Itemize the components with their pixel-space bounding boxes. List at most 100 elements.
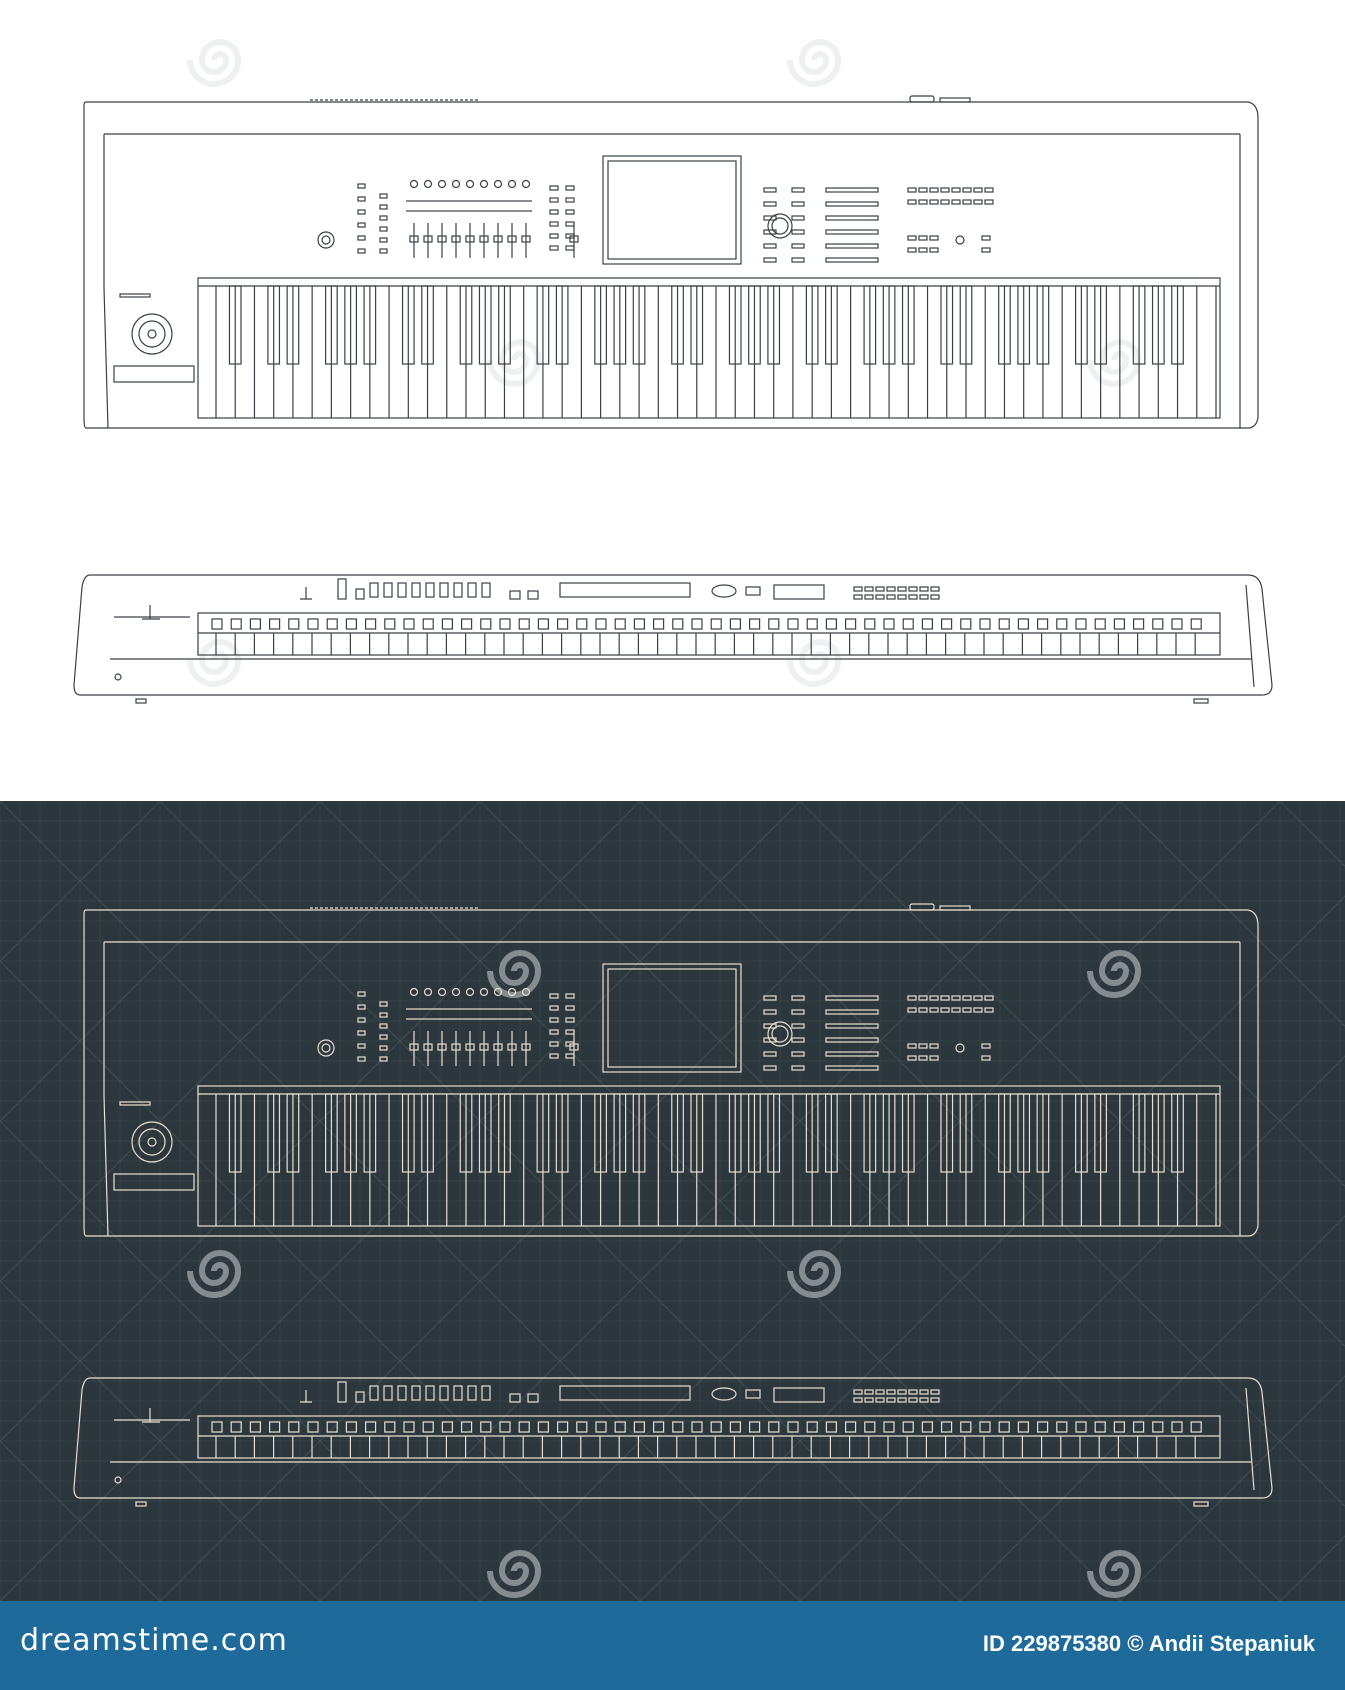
small-button [357, 235, 366, 241]
ribbon-controller [113, 1173, 195, 1191]
front-black-key [652, 618, 665, 630]
joystick-ring [138, 320, 166, 348]
black-key [1151, 285, 1165, 365]
front-black-key [921, 1421, 934, 1433]
black-key [1075, 1093, 1088, 1173]
volume-knob-center [321, 1043, 331, 1053]
front-black-key [614, 1421, 626, 1433]
black-key [267, 285, 281, 365]
black-key [344, 1093, 357, 1173]
front-black-key [1036, 1421, 1049, 1433]
front-black-key [1190, 1421, 1202, 1433]
small-button [981, 247, 991, 253]
small-button [549, 221, 559, 227]
black-key [748, 1093, 761, 1173]
small-button [791, 1037, 805, 1043]
spiral-path [487, 950, 542, 998]
front-black-key [691, 618, 703, 630]
foot [135, 1501, 147, 1507]
data-dial-inner [771, 1025, 789, 1043]
control-knob [507, 179, 517, 189]
control-knob [521, 179, 531, 189]
diagonal-line [959, 801, 1345, 1187]
joystick-base [131, 313, 173, 355]
joystick-cap [147, 329, 157, 339]
diagonal-line [479, 801, 1281, 1601]
small-button [549, 245, 559, 251]
front-black-key [365, 618, 377, 630]
black-key [1094, 285, 1107, 365]
front-black-key [998, 618, 1010, 630]
small-button [379, 215, 388, 221]
front-function-block [773, 1387, 825, 1403]
light-blueprint-drawing [73, 39, 1273, 704]
front-edge-line [1245, 1387, 1255, 1491]
black-key [1171, 285, 1184, 365]
display-screen [602, 155, 742, 265]
front-button [886, 586, 896, 592]
front-black-key [557, 618, 569, 630]
control-knob [465, 179, 475, 189]
small-button [791, 1065, 805, 1071]
front-black-key [825, 1421, 838, 1433]
black-key [1036, 1093, 1050, 1173]
function-button [825, 1065, 879, 1071]
black-key [671, 285, 684, 365]
black-key [1036, 285, 1050, 365]
black-key [228, 285, 242, 365]
fader-cap [479, 235, 489, 243]
fader-cap [507, 235, 517, 243]
black-key [1171, 1093, 1184, 1173]
small-button [962, 995, 972, 1001]
diagonal-line [799, 801, 1345, 1347]
diagonal-line [0, 801, 801, 1601]
black-key [998, 1093, 1011, 1173]
spiral-path [1087, 950, 1142, 998]
watermark-spiral-icon [1087, 950, 1142, 998]
front-black-key [729, 1421, 742, 1433]
black-key [344, 285, 357, 365]
black-key [1151, 1093, 1165, 1173]
front-slider [439, 1385, 449, 1401]
rear-connector [939, 905, 971, 911]
black-key [1094, 1093, 1107, 1173]
small-button [763, 1065, 777, 1071]
small-button [357, 1030, 366, 1036]
front-black-key [864, 1421, 876, 1433]
front-black-key [960, 1421, 972, 1433]
diagonal-line [0, 1120, 481, 1601]
diagonal-line [159, 801, 961, 1601]
small-knob [955, 235, 965, 245]
front-body-outline [73, 1377, 1273, 1499]
small-button [379, 248, 388, 254]
front-black-key [537, 1421, 549, 1433]
footer-brand[interactable]: dreamstime.com [20, 1623, 288, 1658]
small-button [929, 247, 939, 253]
small-button [357, 1043, 366, 1049]
function-button [825, 201, 879, 207]
spiral-path [1087, 339, 1142, 387]
small-button [565, 209, 575, 215]
small-button [379, 1034, 388, 1040]
front-edge-line [1245, 584, 1255, 688]
black-key [286, 285, 300, 365]
small-button [929, 235, 939, 241]
small-button [763, 257, 777, 263]
small-button [565, 993, 575, 999]
front-button [745, 586, 761, 596]
keyboard-body-outline [83, 909, 1259, 1237]
front-button [875, 1389, 885, 1395]
small-button [791, 1009, 805, 1015]
data-dial [767, 1021, 793, 1047]
control-knob [493, 987, 503, 997]
front-slider [453, 582, 463, 598]
front-button [930, 1389, 940, 1395]
function-button [825, 187, 879, 193]
front-black-key [979, 1421, 991, 1433]
fader-cap [437, 1043, 447, 1051]
small-button [951, 995, 961, 1001]
data-dial-inner [771, 217, 789, 235]
fader-cap [423, 1043, 433, 1051]
blueprint-diagonals [0, 801, 1345, 1601]
small-button [763, 215, 777, 221]
